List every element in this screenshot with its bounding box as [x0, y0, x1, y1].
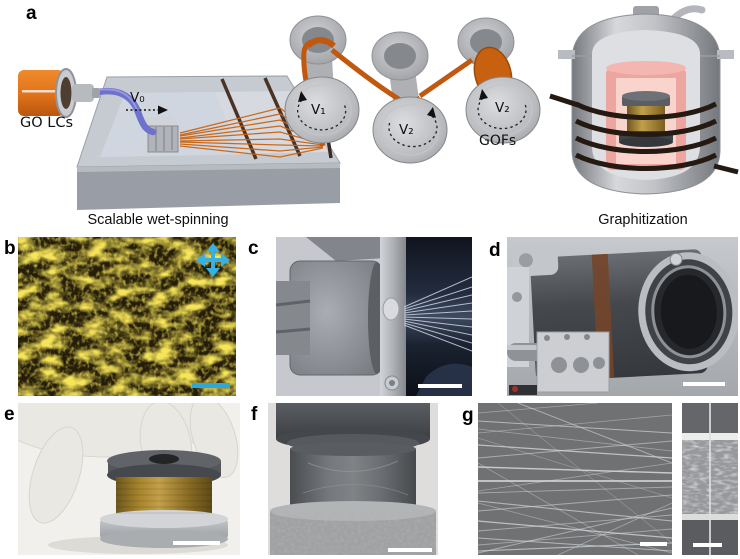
rotation-arcs	[297, 97, 527, 148]
panel-d-letter: d	[489, 240, 501, 261]
go-lcs-label: GO LCs	[20, 115, 74, 131]
panel-g-sem-closeup	[682, 403, 738, 555]
graphite-spool-photo	[268, 403, 438, 555]
sem-fiber-lines	[478, 403, 672, 555]
spinneret-photo	[276, 237, 472, 396]
fiber-texture	[116, 482, 212, 514]
panel-f-letter: f	[251, 404, 258, 425]
scale-bar	[192, 383, 230, 388]
single-fiber-line	[709, 403, 711, 555]
panel-e-letter: e	[4, 404, 15, 425]
spool-bottom-flange	[270, 501, 436, 555]
caption-graphitization: Graphitization	[598, 212, 688, 228]
v0-arrow	[126, 105, 168, 115]
extruded-fibers	[403, 276, 472, 352]
graphitization-furnace	[549, 5, 739, 195]
panel-a-letter: a	[26, 3, 37, 24]
v0-label: V₀	[130, 90, 145, 106]
drum-photo	[507, 237, 738, 396]
birefringence-texture	[18, 237, 236, 396]
bath-rod-1	[220, 78, 258, 160]
rotation-arrowheads	[298, 89, 488, 118]
machine-base	[507, 267, 610, 395]
crossed-polarizers-icon	[196, 243, 230, 277]
v2-right-label: V₂	[495, 100, 510, 116]
sem-single-fiber	[682, 403, 738, 555]
wet-spinning-diagram	[18, 5, 739, 210]
caption-wet-spinning: Scalable wet-spinning	[87, 212, 229, 228]
v1-label: V₁	[311, 102, 326, 118]
fiber-spool	[100, 450, 228, 548]
hex-nut	[276, 281, 311, 355]
scale-bar	[640, 542, 667, 546]
panel-b-letter: b	[4, 238, 16, 259]
v2-mid-label: V₂	[399, 122, 414, 138]
gofs-label: GOFs	[479, 133, 517, 149]
injection-tube	[89, 87, 157, 136]
panel-g-letter: g	[462, 405, 474, 426]
panel-c-spinning-photo	[276, 237, 472, 396]
scale-bar	[683, 382, 725, 386]
sem-fibers	[478, 403, 672, 555]
bath-rod-2	[263, 77, 302, 157]
panel-b-go-lc-micrograph	[18, 237, 236, 396]
panel-c-letter: c	[248, 238, 259, 259]
panel-e-gof-spool-photo	[18, 403, 240, 555]
panel-d-drum-photo	[507, 237, 738, 396]
panel-g-sem-overview	[478, 403, 672, 555]
scale-bar	[418, 384, 462, 388]
panel-f-graphite-spool-photo	[268, 403, 438, 555]
spool-glove-photo	[18, 403, 239, 554]
graphitized-fiber-band	[290, 449, 416, 511]
scale-bar	[693, 543, 722, 547]
induction-coils	[549, 93, 739, 175]
go-syringe	[18, 68, 100, 118]
scale-bar	[388, 548, 432, 552]
scale-bar	[173, 541, 220, 545]
